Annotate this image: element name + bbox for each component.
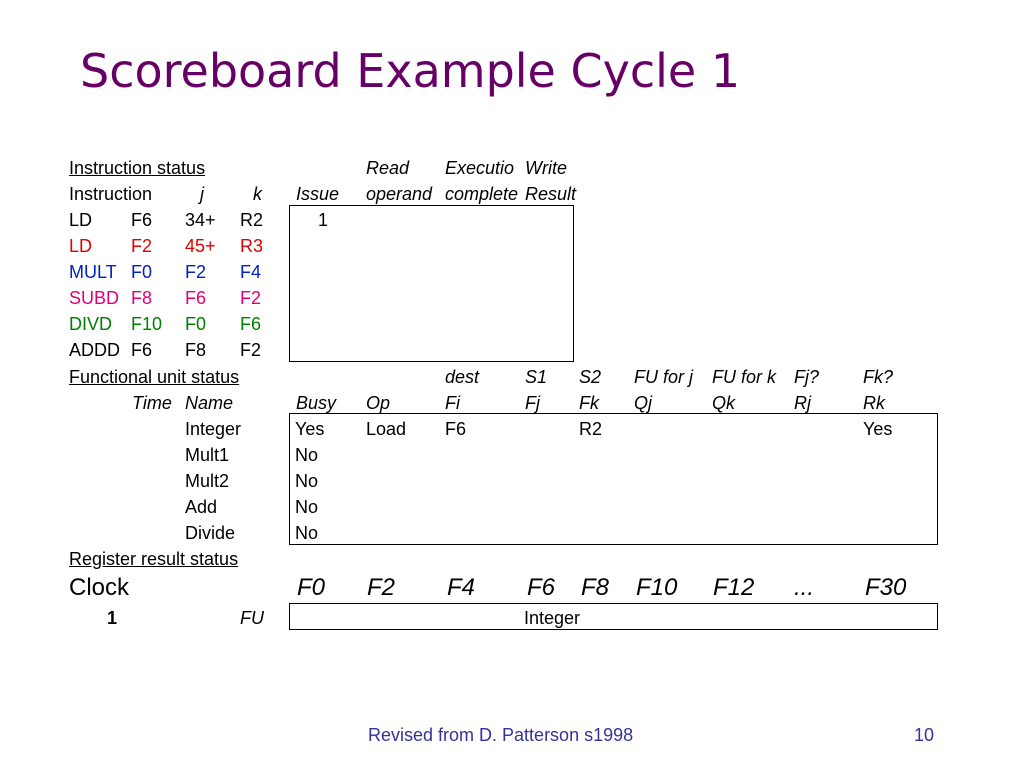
slide-title: Scoreboard Example Cycle 1: [80, 44, 741, 98]
fu-cell-name: Mult2: [185, 471, 230, 491]
instruction-status-box: [289, 205, 574, 362]
fu-cell-name: Divide: [185, 523, 236, 543]
instr-cell-j: F0: [185, 314, 207, 334]
instr-cell-dest: F8: [131, 288, 153, 308]
register-result-status-label: Register result status: [69, 549, 239, 569]
fu-header-rk: Rk: [863, 393, 885, 413]
fu-cell-fk: R2: [579, 419, 603, 439]
fu-header-fj: Fj: [525, 393, 540, 413]
fu-header-rj: Rj: [794, 393, 811, 413]
fu-header-fi-top: dest: [445, 367, 480, 387]
instr-cell-k: F2: [240, 288, 262, 308]
instr-cell-op: LD: [69, 236, 93, 256]
header-read-top: Read: [366, 158, 410, 178]
register-name: F6: [527, 574, 556, 601]
header-exec-top: Executio: [445, 158, 515, 178]
instr-cell-j: F6: [185, 288, 207, 308]
instr-cell-op: MULT: [69, 262, 117, 282]
fu-header-rj-top: Fj?: [794, 367, 820, 387]
instr-cell-issue: 1: [318, 210, 329, 230]
header-exec: complete: [445, 184, 519, 204]
page-number: 10: [914, 725, 935, 745]
instr-cell-j: 34+: [185, 210, 216, 230]
fu-cell-busy: No: [295, 523, 319, 543]
instr-cell-op: SUBD: [69, 288, 120, 308]
fu-cell-busy: No: [295, 471, 319, 491]
clock-value: 1: [107, 608, 118, 628]
fu-header-fj-top: S1: [525, 367, 548, 387]
header-k: k: [253, 184, 262, 204]
fu-cell-rk: Yes: [863, 419, 893, 439]
footer-credit: Revised from D. Patterson s1998: [368, 725, 634, 745]
instr-cell-op: DIVD: [69, 314, 113, 334]
fu-header-qj-top: FU for j: [634, 367, 694, 387]
fu-cell-fi: F6: [445, 419, 467, 439]
fu-header-time: Time: [132, 393, 172, 413]
fu-cell-name: Add: [185, 497, 218, 517]
fu-header-qj: Qj: [634, 393, 652, 413]
register-name: ...: [794, 574, 815, 601]
fu-header-fk: Fk: [579, 393, 599, 413]
register-name: F0: [297, 574, 326, 601]
register-name: F2: [367, 574, 396, 601]
header-write: Result: [525, 184, 577, 204]
register-name: F8: [581, 574, 610, 601]
fu-cell-op: Load: [366, 419, 407, 439]
fu-header-fk-top: S2: [579, 367, 602, 387]
instr-cell-dest: F6: [131, 340, 153, 360]
fu-header-qk: Qk: [712, 393, 736, 413]
instr-cell-k: R3: [240, 236, 264, 256]
header-instruction: Instruction: [69, 184, 153, 204]
header-read: operand: [366, 184, 433, 204]
clock-label: Clock: [69, 574, 130, 601]
fu-row-label: FU: [240, 608, 264, 628]
fu-header-rk-top: Fk?: [863, 367, 894, 387]
fu-header-fi: Fi: [445, 393, 460, 413]
fu-header-op: Op: [366, 393, 391, 413]
instr-cell-op: ADDD: [69, 340, 121, 360]
register-name: F12: [713, 574, 755, 601]
fu-header-name: Name: [185, 393, 234, 413]
instr-cell-k: F6: [240, 314, 262, 334]
functional-unit-status-box: [289, 413, 938, 545]
fu-header-busy: Busy: [296, 393, 337, 413]
register-name: F4: [447, 574, 476, 601]
fu-cell-name: Integer: [185, 419, 242, 439]
instr-cell-k: F4: [240, 262, 262, 282]
instr-cell-op: LD: [69, 210, 93, 230]
register-name: F10: [636, 574, 678, 601]
fu-cell-busy: No: [295, 497, 319, 517]
header-write-top: Write: [525, 158, 567, 178]
instr-cell-j: F8: [185, 340, 207, 360]
instr-cell-dest: F2: [131, 236, 153, 256]
instr-cell-dest: F10: [131, 314, 163, 334]
instr-cell-dest: F0: [131, 262, 153, 282]
instr-cell-j: 45+: [185, 236, 216, 256]
functional-unit-status-label: Functional unit status: [69, 367, 240, 387]
instr-cell-k: F2: [240, 340, 262, 360]
fu-cell-busy: No: [295, 445, 319, 465]
header-j: j: [200, 184, 204, 204]
instr-cell-dest: F6: [131, 210, 153, 230]
fu-header-qk-top: FU for k: [712, 367, 777, 387]
register-fu-value: Integer: [524, 608, 581, 628]
register-name: F30: [865, 574, 907, 601]
register-result-box: [289, 603, 938, 630]
fu-cell-name: Mult1: [185, 445, 230, 465]
fu-cell-busy: Yes: [295, 419, 325, 439]
instr-cell-j: F2: [185, 262, 207, 282]
header-issue: Issue: [296, 184, 340, 204]
instruction-status-label: Instruction status: [69, 158, 206, 178]
instr-cell-k: R2: [240, 210, 264, 230]
